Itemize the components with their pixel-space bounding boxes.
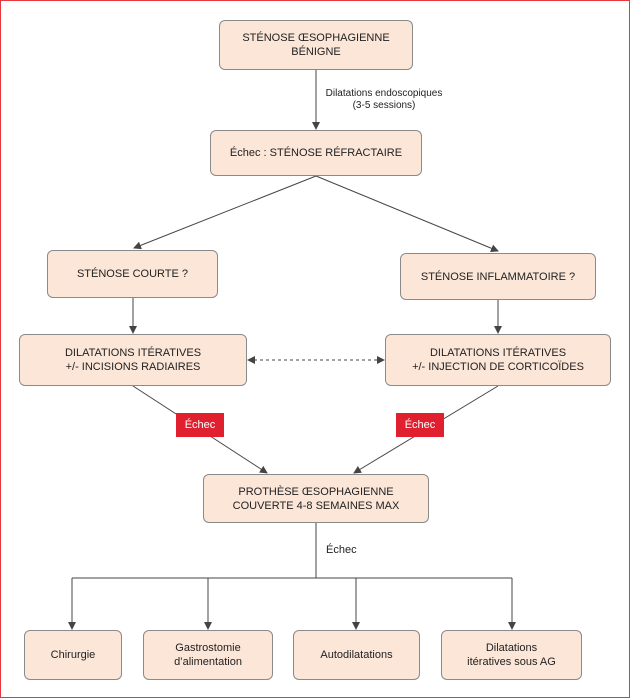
- fail-tag-left: Échec: [176, 413, 224, 437]
- node-inflammatory-stenosis: STÉNOSE INFLAMMATOIRE ?: [400, 253, 596, 300]
- node-prosthesis: PROTHÈSE ŒSOPHAGIENNE COUVERTE 4-8 SEMAI…: [203, 474, 429, 523]
- node-gastrostomy-line1: Gastrostomie: [175, 642, 241, 654]
- node-surgery: Chirurgie: [24, 630, 122, 680]
- label-endoscopic-line2: (3-5 sessions): [352, 100, 416, 111]
- node-refractory-text: Échec : STÉNOSE RÉFRACTAIRE: [229, 147, 403, 159]
- node-benign-line2: BÉNIGNE: [291, 46, 341, 58]
- node-short-stenosis: STÉNOSE COURTE ?: [47, 250, 218, 298]
- node-autodilatations-text: Autodilatations: [320, 649, 393, 661]
- node-gastrostomy-line2: d’alimentation: [174, 656, 242, 668]
- node-inflammatory-text: STÉNOSE INFLAMMATOIRE ?: [420, 270, 576, 283]
- node-prosthesis-line2: COUVERTE 4-8 SEMAINES MAX: [232, 499, 400, 512]
- node-dil-incisions-line1: DILATATIONS ITÉRATIVES: [64, 347, 202, 359]
- node-autodilatations: Autodilatations: [293, 630, 420, 680]
- node-prosthesis-line1: PROTHÈSE ŒSOPHAGIENNE: [238, 485, 394, 498]
- node-benign-stenosis: STÉNOSE ŒSOPHAGIENNE BÉNIGNE: [219, 20, 413, 70]
- node-dil-ag-line1: Dilatations: [485, 642, 538, 654]
- node-dilatations-corticoids: DILATATIONS ITÉRATIVES +/- INJECTION DE …: [385, 334, 611, 386]
- node-short-text: STÉNOSE COURTE ?: [76, 268, 189, 280]
- node-dilatations-incisions: DILATATIONS ITÉRATIVES +/- INCISIONS RAD…: [19, 334, 247, 386]
- node-surgery-text: Chirurgie: [50, 649, 96, 661]
- node-dil-cortico-line2: +/- INJECTION DE CORTICOÏDES: [412, 361, 584, 373]
- node-benign-line1: STÉNOSE ŒSOPHAGIENNE: [242, 32, 390, 44]
- node-dil-incisions-line2: +/- INCISIONS RADIAIRES: [65, 361, 201, 373]
- label-endoscopic-dilatations: Dilatations endoscopiques (3-5 sessions): [320, 88, 448, 112]
- arrow-refractory-to-short: [133, 175, 317, 250]
- label-endoscopic-line1: Dilatations endoscopiques: [325, 88, 443, 99]
- arrow-refractory-to-inflammatory: [315, 175, 499, 253]
- label-fail-bottom: Échec: [326, 544, 357, 556]
- node-dilatations-ag: Dilatations itératives sous AG: [441, 630, 582, 680]
- node-dil-cortico-line1: DILATATIONS ITÉRATIVES: [429, 347, 567, 359]
- fail-tag-right: Échec: [396, 413, 444, 437]
- node-gastrostomy: Gastrostomie d’alimentation: [143, 630, 273, 680]
- node-dil-ag-line2: itératives sous AG: [467, 656, 556, 668]
- node-refractory-stenosis: Échec : STÉNOSE RÉFRACTAIRE: [210, 130, 422, 176]
